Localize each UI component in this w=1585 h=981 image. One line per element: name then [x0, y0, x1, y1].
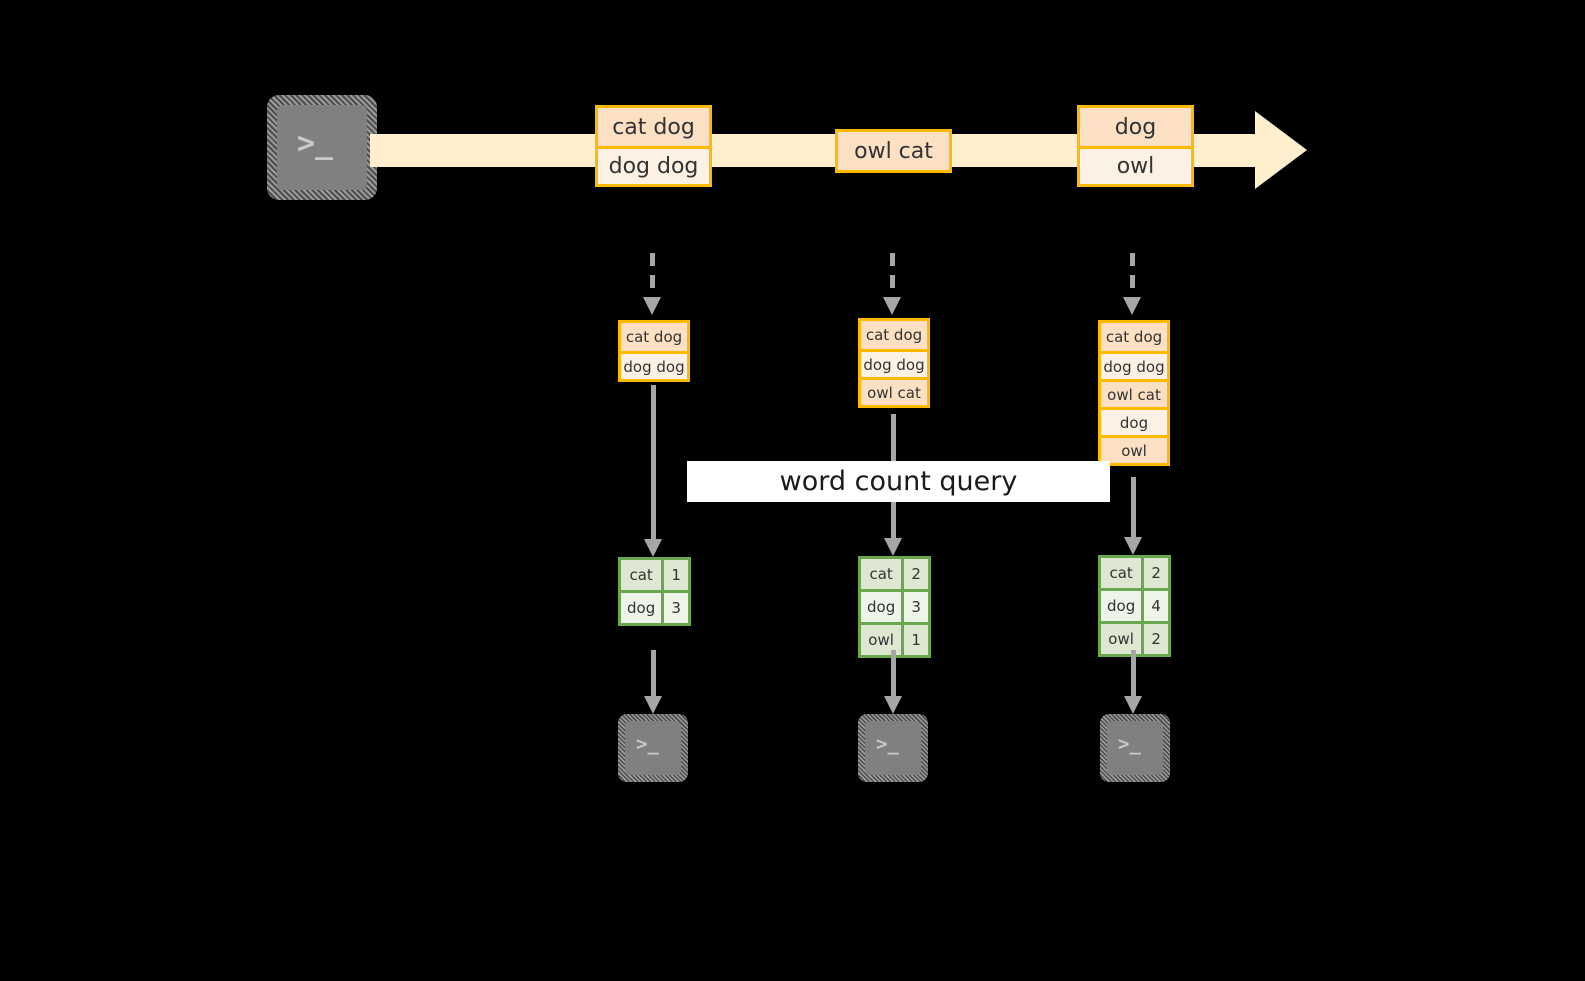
result-word: cat	[621, 560, 662, 590]
record-cell: owl cat	[838, 132, 949, 170]
result-word: cat	[861, 559, 902, 589]
arrow-line	[1130, 253, 1135, 297]
input-row: cat dog	[1101, 323, 1167, 351]
arrow-head-icon	[884, 696, 902, 714]
arrow-head-icon	[884, 538, 902, 556]
result-row: dog 3	[861, 589, 928, 622]
result-row: cat 2	[861, 559, 928, 589]
console-screen	[277, 105, 367, 190]
result-count: 1	[661, 560, 688, 590]
source-console-icon: >_	[267, 95, 377, 200]
result-row: dog 3	[621, 590, 688, 623]
result-count: 3	[901, 592, 928, 622]
stream-record-2: owl cat	[835, 129, 952, 173]
result-row: owl 2	[1101, 621, 1168, 654]
result-count: 2	[901, 559, 928, 589]
arrow-head-icon	[644, 696, 662, 714]
stream-record-3: dog owl	[1077, 105, 1194, 187]
arrow-line	[1131, 477, 1136, 537]
snapshot-1-input-table: cat dog dog dog	[618, 320, 690, 382]
input-row: cat dog	[861, 321, 927, 349]
console-prompt-glyph: >_	[876, 733, 899, 755]
input-row: owl cat	[861, 377, 927, 405]
snapshot-3-result-table: cat 2 dog 4 owl 2	[1098, 555, 1171, 657]
input-row: owl	[1101, 435, 1167, 463]
input-row: dog dog	[861, 349, 927, 377]
result-word: dog	[861, 592, 902, 622]
input-row: owl cat	[1101, 379, 1167, 407]
arrow-head-icon	[883, 297, 901, 315]
input-row: cat dog	[621, 323, 687, 351]
result-word: dog	[621, 593, 662, 623]
result-count: 4	[1141, 591, 1168, 621]
input-row: dog dog	[621, 351, 687, 379]
console-screen	[625, 721, 681, 775]
console-prompt-glyph: >_	[636, 733, 659, 755]
arrow-line	[651, 650, 656, 696]
console-prompt-glyph: >_	[297, 126, 334, 161]
arrow-line	[890, 253, 895, 297]
console-screen	[865, 721, 921, 775]
input-row: dog dog	[1101, 351, 1167, 379]
arrow-head-icon	[1123, 297, 1141, 315]
arrow-head-icon	[644, 539, 662, 557]
result-word: cat	[1101, 558, 1142, 588]
arrow-head-icon	[1124, 537, 1142, 555]
result-count: 2	[1141, 624, 1168, 654]
record-cell: cat dog	[598, 108, 709, 146]
arrow-head-icon	[643, 297, 661, 315]
arrow-line	[1131, 650, 1136, 696]
arrow-line	[891, 650, 896, 696]
stream-arrow-head-icon	[1255, 111, 1307, 189]
sink-console-icon-1: >_	[618, 714, 688, 782]
snapshot-2-result-table: cat 2 dog 3 owl 1	[858, 556, 931, 658]
result-row: owl 1	[861, 622, 928, 655]
arrow-line	[651, 385, 656, 539]
query-label: word count query	[687, 461, 1110, 502]
console-screen	[1107, 721, 1163, 775]
snapshot-3-input-table: cat dog dog dog owl cat dog owl	[1098, 320, 1170, 466]
arrow-head-icon	[1124, 696, 1142, 714]
query-label-text: word count query	[779, 466, 1018, 497]
record-cell: dog	[1080, 108, 1191, 146]
record-cell: owl	[1080, 146, 1191, 184]
result-row: cat 1	[621, 560, 688, 590]
result-row: dog 4	[1101, 588, 1168, 621]
result-word: owl	[1101, 624, 1142, 654]
sink-console-icon-3: >_	[1100, 714, 1170, 782]
snapshot-1-result-table: cat 1 dog 3	[618, 557, 691, 626]
input-row: dog	[1101, 407, 1167, 435]
result-count: 1	[901, 625, 928, 655]
result-count: 3	[661, 593, 688, 623]
stream-record-1: cat dog dog dog	[595, 105, 712, 187]
sink-console-icon-2: >_	[858, 714, 928, 782]
arrow-line	[650, 253, 655, 297]
record-cell: dog dog	[598, 146, 709, 184]
result-row: cat 2	[1101, 558, 1168, 588]
result-word: dog	[1101, 591, 1142, 621]
result-count: 2	[1141, 558, 1168, 588]
snapshot-2-input-table: cat dog dog dog owl cat	[858, 318, 930, 408]
console-prompt-glyph: >_	[1118, 733, 1141, 755]
